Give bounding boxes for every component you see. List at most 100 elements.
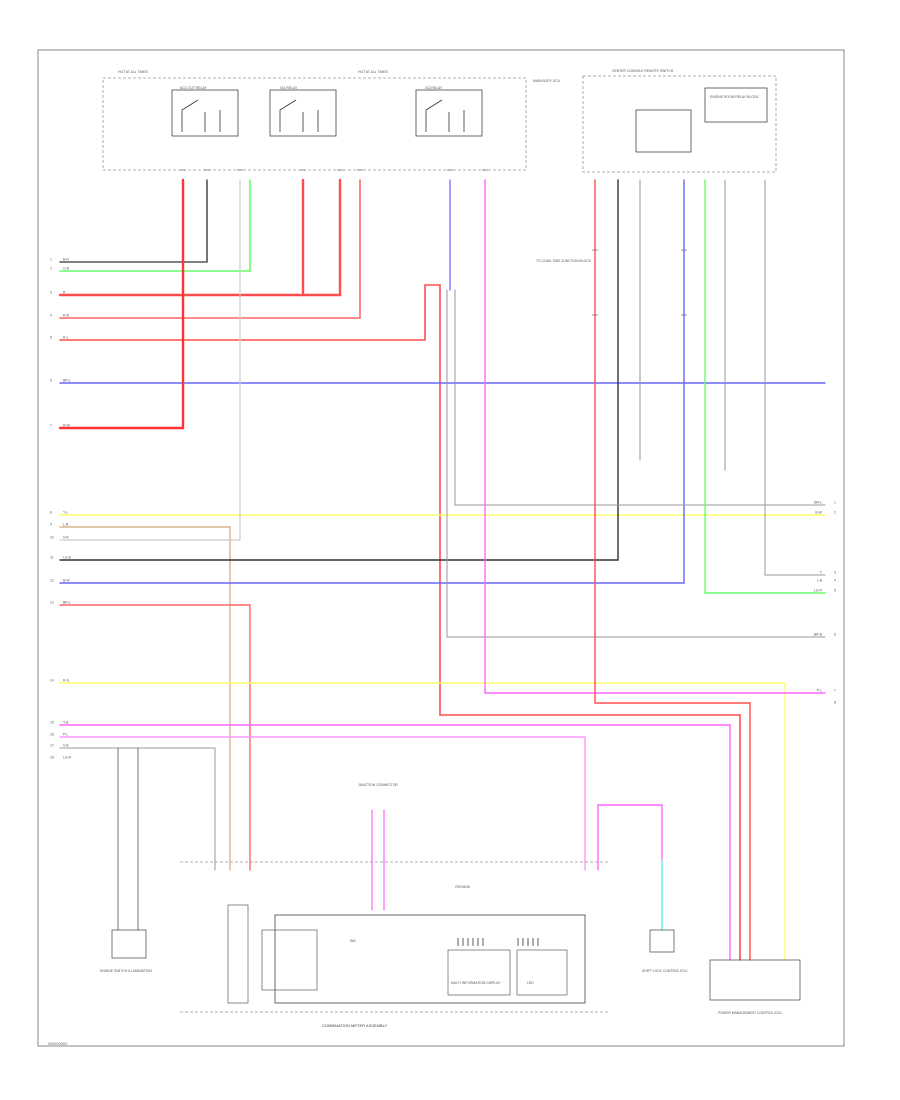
- right-wire-labels: BR-L B-W Y L-B LG-R BR-B P-L: [814, 501, 823, 693]
- right-pin-1: 1: [834, 501, 836, 505]
- right-wire-label-7: P-L: [817, 689, 822, 693]
- left-wire-label-2: G-B: [63, 267, 70, 271]
- wire-r-b: [59, 179, 361, 319]
- left-wire-label-5: R-L: [63, 336, 69, 340]
- right-small-component-label: SHIFT LOCK CONTROL ECU: [642, 969, 688, 973]
- left-wire-label-10: V-R: [63, 536, 69, 540]
- wire-lg-r: [59, 747, 216, 871]
- left-pin-12: 12: [50, 579, 54, 583]
- wire-harness: [58, 178, 826, 961]
- left-wire-label-9: L-B: [63, 523, 69, 527]
- left-wire-label-11: LG-B: [63, 556, 72, 560]
- left-wire-label-16: P-L: [63, 733, 68, 737]
- wire-right-green: [704, 179, 826, 594]
- diagram-frame: [37, 49, 845, 1047]
- wire-g-b: [59, 179, 251, 272]
- left-pin-4: 4: [50, 314, 52, 318]
- wire-right-magenta: [484, 179, 826, 694]
- right-wire-label-2: B-W: [815, 511, 822, 515]
- wire-v-b: [59, 736, 586, 871]
- meter-block-b-label: LED: [527, 981, 534, 985]
- left-wire-label-15: Y-B: [63, 721, 69, 725]
- main-assembly-label: COMBINATION METER ASSEMBLY: [322, 1023, 388, 1028]
- meter-block-c-label: IND: [350, 939, 356, 943]
- left-pin-5: 5: [50, 336, 52, 340]
- wire-r-g: [59, 604, 251, 871]
- left-component-label: ENGINE SWITCH ILLUMINATION: [100, 969, 152, 973]
- left-wire-label-13: BR-L: [63, 601, 71, 605]
- left-wire-label-3: R: [63, 291, 66, 295]
- right-pin-4: 4: [834, 579, 836, 583]
- top-relay-block: HOT AT ALL TIMES HOT AT ALL TIMES ACC CU…: [102, 70, 561, 171]
- left-pin-2: 2: [50, 267, 52, 271]
- wire-right-gray-3: [764, 179, 826, 576]
- right-pin-5: 5: [834, 589, 836, 593]
- left-pin-16: 16: [50, 733, 54, 737]
- wire-l-b: [59, 179, 685, 584]
- left-wire-label-1: B-R: [63, 258, 69, 262]
- wire-gray: [59, 179, 241, 541]
- wire-r: [58, 178, 342, 297]
- left-pin-7: 7: [50, 424, 52, 428]
- left-pin-3: 3: [50, 291, 52, 295]
- ecu-box-label: ENGINE ROOM RELAY BLOCK: [710, 95, 759, 99]
- left-pin-13: 13: [50, 601, 54, 605]
- left-wire-label-12: B-W: [63, 579, 70, 583]
- right-wire-label-3: Y: [820, 571, 823, 575]
- right-wire-label-6: BR-B: [814, 633, 823, 637]
- fuse-block-label: MAIN BODY ECU: [533, 79, 561, 83]
- left-pin-6: 6: [50, 379, 52, 383]
- right-small-component: SHIFT LOCK CONTROL ECU: [642, 929, 688, 973]
- left-pin-9: 9: [50, 523, 52, 527]
- mid-bus-label: GROUND: [455, 885, 471, 889]
- left-wire-label-8: Y-L: [63, 511, 68, 515]
- right-pin-3: 3: [834, 571, 836, 575]
- left-wire-label-17: V-B: [63, 744, 69, 748]
- wire-b-w: [59, 179, 619, 561]
- left-pin-1: 1: [50, 258, 52, 262]
- relay-2-box: [269, 89, 337, 137]
- right-pin-7: 7: [834, 689, 836, 693]
- left-pin-14: 14: [50, 679, 54, 683]
- diagram-code: W0000000: [48, 1041, 68, 1046]
- wire-r-l: [59, 284, 741, 961]
- left-wire-label-7: R-W: [63, 424, 71, 428]
- right-wire-label-1: BR-L: [814, 501, 822, 505]
- remote-switch-block: CENTER CONSOLE REMOTE SWITCH ENGINE ROOM…: [536, 69, 777, 263]
- right-pin-6: 6: [834, 633, 836, 637]
- left-wire-label-4: R-B: [63, 314, 70, 318]
- right-pin-2: 2: [834, 511, 836, 515]
- right-wire-label-5: LG-R: [814, 589, 823, 593]
- wire-right-red: [594, 179, 751, 961]
- wire-right-gray-2: [446, 289, 826, 638]
- mid-connector-label: JUNCTION CONNECTOR: [358, 783, 398, 787]
- combination-meter-assembly: COMBINATION METER ASSEMBLY JUNCTION CONN…: [180, 783, 610, 1028]
- right-component-label: POWER MANAGEMENT CONTROL ECU: [718, 1011, 782, 1015]
- relay-1-label: ACC CUT RELAY: [180, 86, 208, 90]
- wire-y-b: [59, 682, 786, 961]
- left-pin-15: 15: [50, 721, 54, 725]
- left-component: ENGINE SWITCH ILLUMINATION: [100, 929, 152, 973]
- wire-b-r: [59, 179, 208, 263]
- right-wire-label-4: L-B: [817, 579, 823, 583]
- left-pin-10: 10: [50, 536, 54, 540]
- left-pin-8: 8: [50, 511, 52, 515]
- right-component: POWER MANAGEMENT CONTROL ECU: [709, 959, 801, 1015]
- cowl-note-label: TO COWL SIDE JUNCTION BLOCK: [536, 259, 592, 263]
- top-label-hot-left: HOT AT ALL TIMES: [118, 70, 149, 74]
- wire-r-w: [58, 178, 185, 430]
- meter-block-a-label: MULTI INFORMATION DISPLAY: [451, 981, 501, 985]
- relay-3-box: [415, 89, 483, 137]
- top-label-hot-mid: HOT AT ALL TIMES: [358, 70, 389, 74]
- left-pin-17: 17: [50, 744, 54, 748]
- wire-right-gray: [454, 289, 826, 506]
- wire-bottom-magenta: [597, 804, 663, 931]
- left-wire-labels: B-RG-BRR-BR-LBR-LR-WY-LL-BV-RLG-BB-WBR-L…: [63, 258, 72, 760]
- left-wire-label-18: LG-R: [63, 756, 72, 760]
- relay-2-label: IG1 RELAY: [280, 86, 298, 90]
- left-wire-label-14: R-G: [63, 679, 70, 683]
- relay-3-label: IG2 RELAY: [425, 86, 443, 90]
